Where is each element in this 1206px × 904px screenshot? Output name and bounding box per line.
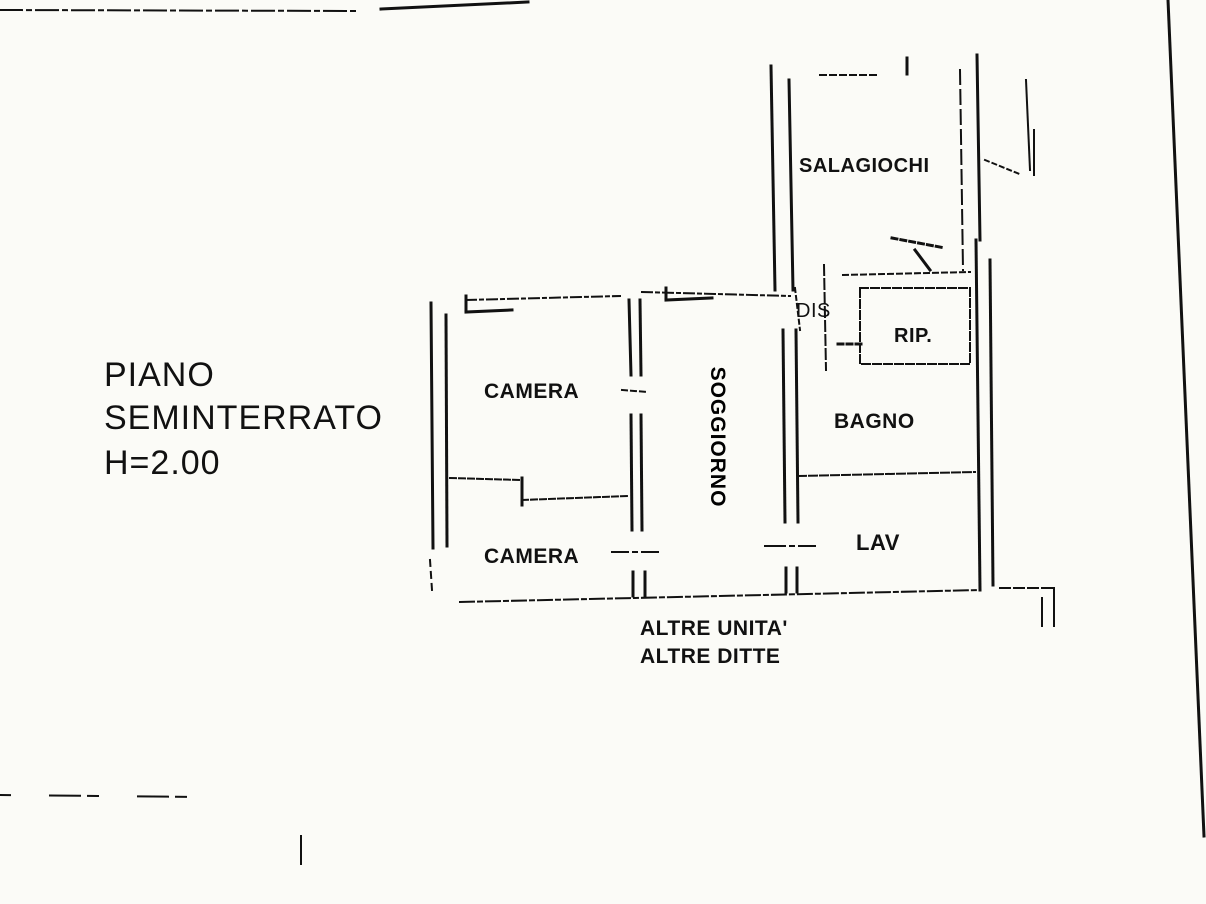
wall-top-soggiorno	[640, 290, 792, 298]
wall-soggiorno-right-2	[794, 328, 800, 524]
wall-camera-divider	[448, 476, 522, 482]
floor-title-line2: SEMINTERRATO	[104, 399, 383, 437]
wall-salagiochi-right-outer	[975, 53, 982, 242]
wall-salagiochi-left-outer	[769, 64, 777, 292]
wall-top-camera-mark2	[464, 308, 514, 314]
wall-left-tail	[428, 558, 434, 592]
rip-box	[859, 287, 971, 365]
room-label-camera-bottom: CAMERA	[484, 545, 580, 568]
wall-right-inner	[988, 258, 995, 587]
wall-dis-post	[793, 286, 802, 332]
sheet-top-solid-line	[379, 0, 530, 11]
room-label-bagno: BAGNO	[834, 410, 915, 433]
floor-title-line1: PIANO	[104, 356, 215, 394]
wall-soggiorno-left-4	[639, 413, 644, 532]
window-right-1	[1024, 78, 1032, 172]
wall-top-camera	[464, 294, 622, 302]
sheet-right-border	[1166, 0, 1206, 838]
room-label-salagiochi: SALAGIOCHI	[799, 155, 930, 177]
sheet-bottom-dashed-line	[0, 793, 202, 799]
window-right-3	[983, 158, 1024, 177]
wall-salagiochi-left-inner	[787, 78, 795, 292]
room-label-lav: LAV	[856, 530, 900, 555]
wall-bottom	[458, 588, 982, 604]
wall-salagiochi-right-inner	[958, 68, 965, 272]
wall-soggiorno-left-2	[638, 298, 643, 377]
wall-left-inner	[444, 313, 449, 548]
sheet-top-dashed-line	[0, 8, 360, 13]
floor-height-note: H=2.00	[104, 444, 221, 482]
wall-soggiorno-left-1	[627, 298, 633, 377]
wall-top-soggiorno-mark2	[664, 296, 714, 302]
stair-mark-2	[912, 247, 933, 273]
wall-soggiorno-right-1	[781, 328, 787, 524]
door-camera-top	[620, 388, 650, 394]
wall-bagno-lav	[796, 470, 977, 478]
wall-right-outer	[974, 238, 982, 592]
wall-left-outer	[429, 301, 435, 550]
adjacent-note-line2: ALTRE DITTE	[640, 645, 781, 668]
wall-soggiorno-left-3	[629, 413, 634, 532]
wall-camera-divider-2	[520, 494, 630, 502]
adjacent-note-line1: ALTRE UNITA'	[640, 617, 788, 640]
room-label-soggiorno: SOGGIORNO	[706, 366, 729, 508]
room-label-dis: DIS	[796, 300, 831, 322]
room-label-camera-top: CAMERA	[484, 380, 580, 403]
room-label-rip: RIP.	[894, 325, 933, 347]
stair-mark	[890, 236, 947, 250]
rip-left	[822, 263, 828, 372]
rip-top	[841, 270, 972, 277]
